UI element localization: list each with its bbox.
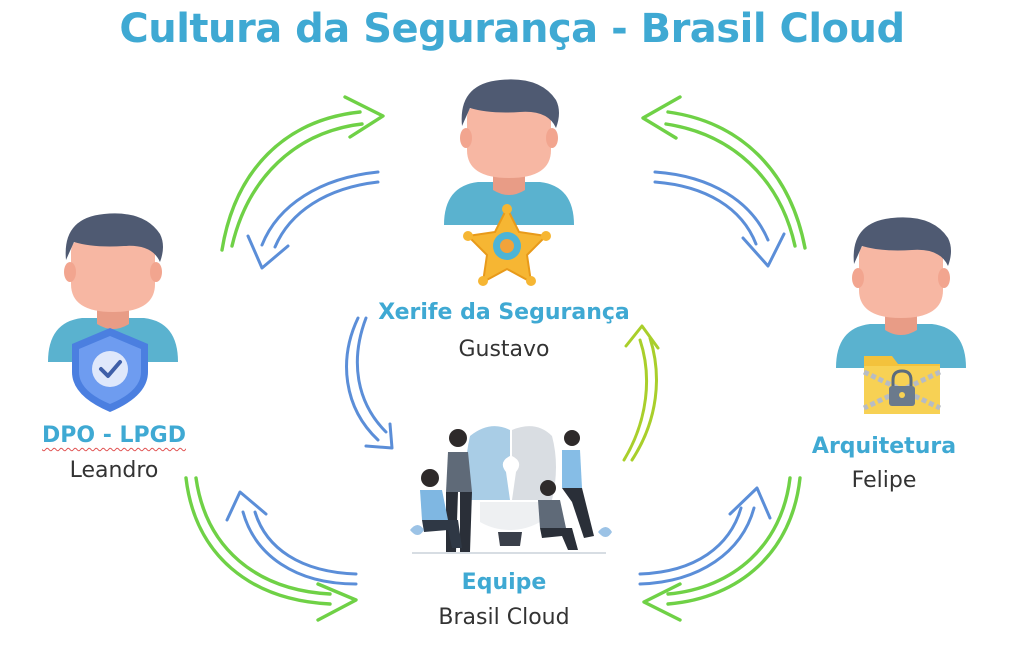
- arrow-dpo-to-sheriff: [220, 95, 385, 252]
- arrow-sheriff-to-architecture: [653, 170, 786, 268]
- architecture-avatar: [836, 217, 966, 368]
- team-role-label: Equipe: [461, 570, 547, 595]
- team-name-label: Brasil Cloud: [438, 605, 570, 630]
- sheriff-star-icon: [463, 204, 551, 286]
- diagram-title: Cultura da Segurança - Brasil Cloud: [119, 6, 905, 52]
- sheriff-name-label: Gustavo: [458, 337, 550, 362]
- sheriff-role-label: Xerife da Segurança: [378, 300, 630, 325]
- arrow-architecture-to-team: [642, 476, 802, 622]
- arrow-sheriff-to-dpo: [246, 170, 380, 270]
- arrow-sheriff-to-team: [345, 316, 394, 450]
- architecture-role-label: Arquitetura: [811, 434, 957, 459]
- arrow-team-to-architecture: [638, 486, 772, 586]
- dpo-role-label: DPO - LPGD: [18, 423, 210, 448]
- arrow-team-to-dpo: [225, 490, 358, 586]
- team-puzzle-illustration: [410, 426, 612, 554]
- locked-folder-icon: [862, 356, 942, 414]
- sheriff-avatar: [444, 79, 574, 225]
- dpo-role-text: DPO - LPGD: [42, 423, 186, 448]
- shield-check-icon: [72, 328, 148, 412]
- arrow-team-to-sheriff: [622, 324, 660, 462]
- dpo-name-label: Leandro: [69, 458, 159, 483]
- arrow-dpo-to-team: [184, 476, 358, 622]
- arrow-architecture-to-sheriff: [641, 95, 807, 250]
- architecture-name-label: Felipe: [851, 468, 917, 493]
